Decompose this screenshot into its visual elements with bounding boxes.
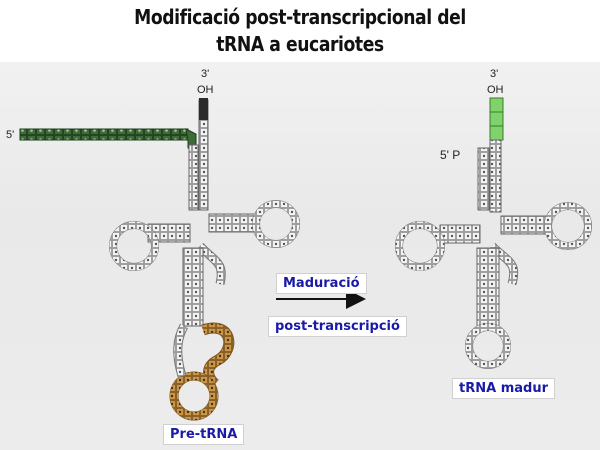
mature-trna-cca-end <box>489 97 504 141</box>
pre-trna-acceptor-stem <box>188 144 199 211</box>
pre-trna-label: Pre-tRNA <box>163 424 245 445</box>
mature-trna-3-end-label: 3' <box>490 68 499 80</box>
mature-trna-anticodon-stem <box>476 247 500 329</box>
mature-trna-acceptor-stem <box>477 147 490 211</box>
mature-trna-d-stem <box>439 224 481 244</box>
pre-trna-3-end-label: 3' <box>201 68 210 80</box>
pre-trna-oh-label: OH <box>197 84 214 96</box>
pre-trna-t-stem <box>208 213 260 233</box>
mature-trna-5p-label: 5' P <box>440 148 461 162</box>
post-transcription-label: post-transcripció <box>268 316 407 337</box>
mature-trna-structure <box>395 97 592 369</box>
title-line-1: Modificació post-transcripcional del <box>134 5 466 29</box>
mature-trna-label: tRNA madur <box>452 378 555 399</box>
mature-trna-oh-label: OH <box>487 84 504 96</box>
pre-trna-5-end-label: 5' <box>6 129 15 141</box>
pre-trna-structure <box>19 98 300 421</box>
pre-trna-anticodon-stem <box>182 247 204 327</box>
mature-trna-t-stem <box>500 215 552 235</box>
pre-trna-3-trailer <box>199 98 208 120</box>
pre-trna-5-leader <box>19 128 189 141</box>
title-line-2: tRNA a eucariotes <box>216 32 384 56</box>
diagram-title: Modificació post-transcripcional del tRN… <box>0 4 600 58</box>
maturation-label: Maduració <box>276 273 367 294</box>
